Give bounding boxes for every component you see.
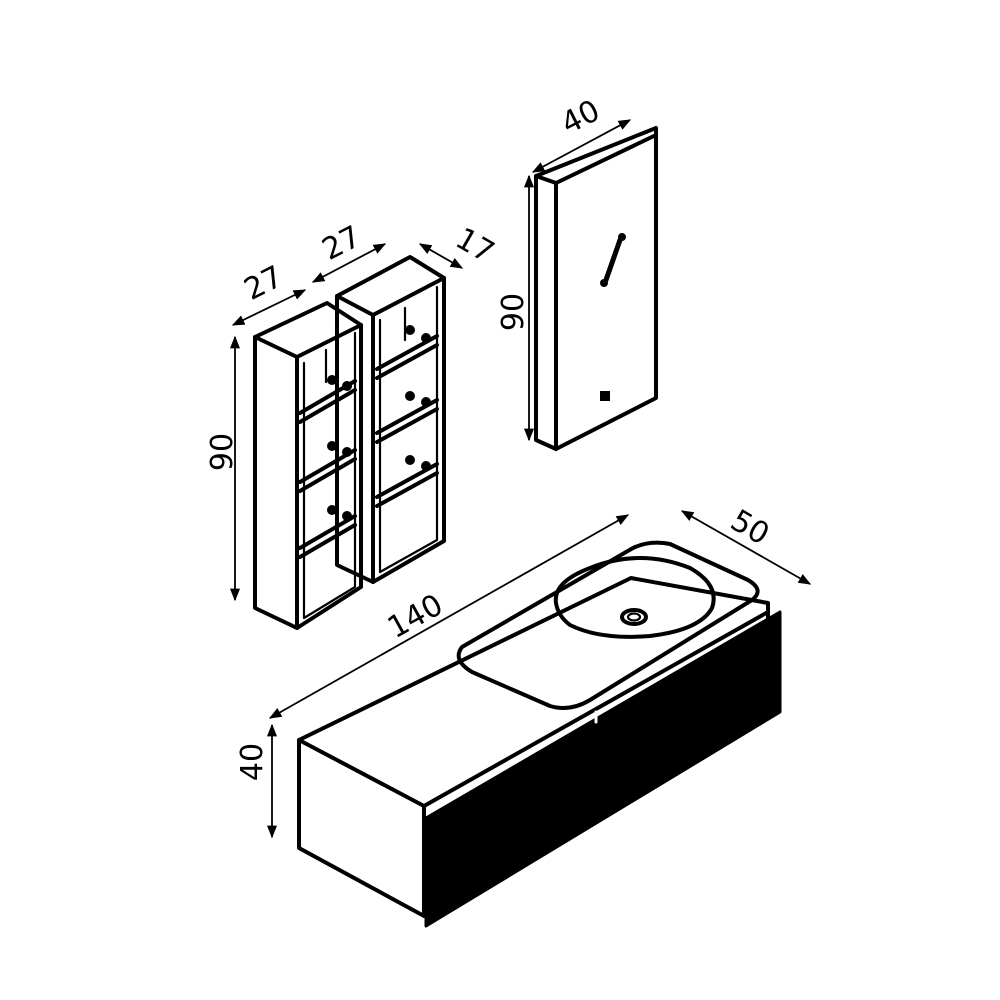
dim-shelf-left-width: 27: [239, 259, 289, 308]
dim-shelf-height: 90: [205, 433, 240, 471]
open-shelf-right: [335, 255, 446, 584]
dim-shelf-right-width: 27: [317, 219, 367, 268]
vanity-unit: [297, 540, 782, 928]
mirror-cabinet: [534, 126, 658, 451]
dim-shelf-depth: 17: [449, 221, 500, 270]
dimension-lines: [229, 119, 812, 839]
dim-mirror-height: 90: [496, 293, 531, 331]
dim-vanity-width: 140: [382, 588, 449, 646]
dim-vanity-height: 40: [235, 743, 270, 781]
dim-vanity-depth: 50: [724, 503, 775, 552]
light-switch-icon: [600, 391, 610, 401]
drawer-front-dark: [424, 610, 782, 928]
open-shelf-left: [253, 301, 363, 630]
dim-mirror-width: 40: [556, 93, 606, 142]
